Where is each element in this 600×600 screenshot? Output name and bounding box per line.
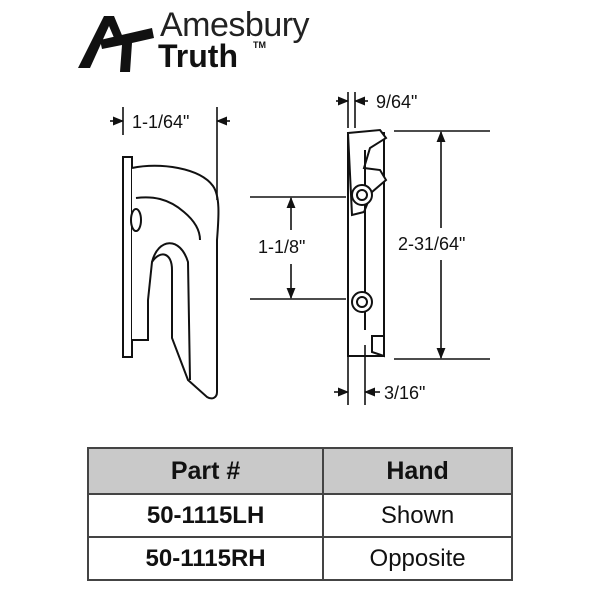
dimension-label-overall-height: 2-31/64": [398, 234, 465, 254]
table-row: 50-1115LH Shown: [86, 493, 513, 538]
dimension-top-offset: [336, 92, 368, 128]
column-header-hand: Hand: [322, 447, 513, 495]
dimension-width-side: [110, 107, 230, 200]
part-number-cell: 50-1115LH: [86, 493, 325, 538]
parts-table: Part # Hand 50-1115LH Shown 50-1115RH Op…: [86, 447, 513, 581]
table-row: 50-1115RH Opposite: [86, 536, 513, 581]
latch-front-view: [122, 156, 220, 400]
hand-cell: Shown: [322, 493, 513, 538]
technical-drawing: 1-1/64" 9/64" 1-1/8" 2-31/64": [110, 92, 490, 405]
dimension-base-thickness: [334, 345, 380, 405]
dimension-overall-height: [394, 130, 490, 360]
part-number-cell: 50-1115RH: [86, 536, 325, 581]
trademark-mark: TM: [253, 40, 266, 50]
dimension-label-width: 1-1/64": [132, 112, 189, 132]
hand-cell: Opposite: [322, 536, 513, 581]
brand-name-truth: Truth: [158, 38, 238, 74]
dimension-label-hole-spacing: 1-1/8": [258, 237, 305, 257]
dimension-label-top-offset: 9/64": [376, 92, 417, 112]
dimension-hole-spacing: [250, 196, 346, 300]
latch-side-view: [346, 128, 388, 358]
table-header-row: Part # Hand: [86, 447, 513, 495]
amesbury-truth-logo-icon: [78, 16, 154, 72]
dimension-label-base-thickness: 3/16": [384, 383, 425, 403]
brand-name-amesbury: Amesbury: [160, 6, 310, 44]
column-header-part: Part #: [86, 447, 325, 495]
